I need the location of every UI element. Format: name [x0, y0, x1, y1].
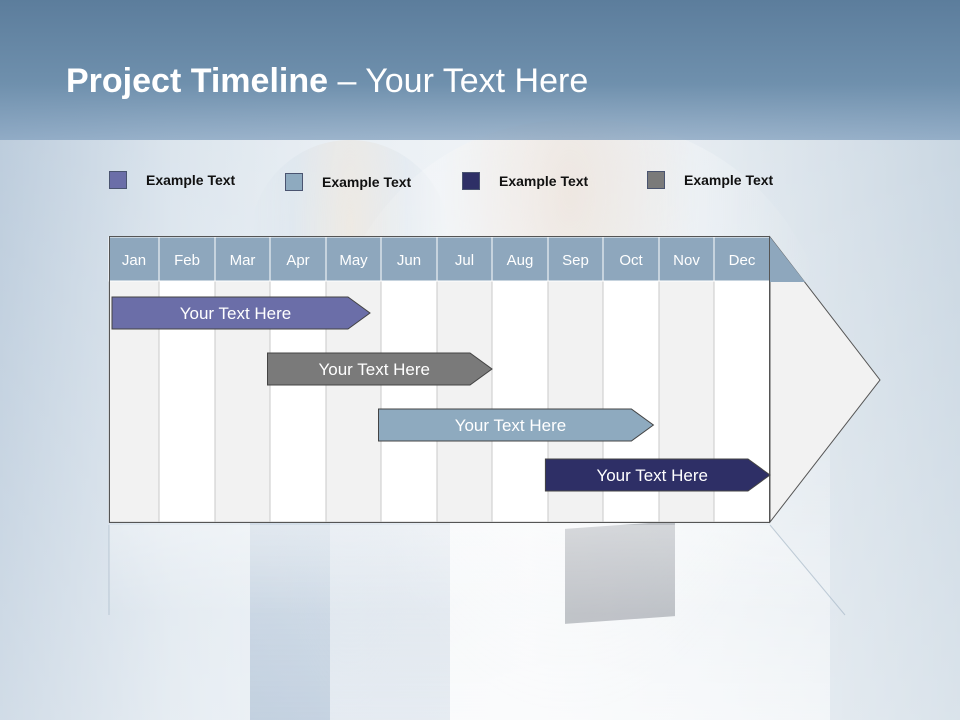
month-label-sep: Sep	[562, 252, 589, 269]
month-label-oct: Oct	[619, 252, 643, 269]
legend-swatch-3	[462, 172, 480, 190]
month-label-aug: Aug	[507, 252, 534, 269]
task-bar-2: Your Text Here	[267, 352, 493, 386]
legend-label-3: Example Text	[499, 173, 589, 189]
month-header-may	[325, 236, 382, 282]
month-column-jul	[436, 280, 493, 523]
month-column-aug	[491, 280, 549, 523]
legend-item-1: Example Text	[109, 170, 235, 190]
month-label-dec: Dec	[729, 252, 756, 269]
legend-label-4: Example Text	[684, 172, 774, 188]
month-header-nov	[658, 236, 715, 282]
timeline-reflection	[108, 524, 846, 616]
month-label-apr: Apr	[286, 252, 309, 269]
legend-item-3: Example Text	[462, 171, 588, 191]
legend-item-4: Example Text	[647, 170, 773, 190]
month-header-aug	[491, 236, 549, 282]
timeline-arrow-head-top	[770, 237, 805, 282]
month-label-jan: Jan	[122, 252, 146, 269]
task-bar-shape-4	[544, 458, 771, 492]
month-label-jun: Jun	[397, 252, 421, 269]
month-header-sep	[547, 236, 604, 282]
task-bar-shape-1	[111, 296, 371, 330]
task-bar-label-4: Your Text Here	[596, 466, 708, 485]
slide-title: Project Timeline – Your Text Here	[66, 60, 588, 102]
legend-item-2: Example Text	[285, 172, 411, 192]
month-label-jul: Jul	[455, 252, 474, 269]
task-bar-shape-2	[267, 352, 493, 386]
slide-title-bold: Project Timeline	[66, 62, 329, 100]
month-label-nov: Nov	[673, 252, 700, 269]
task-bar-3: Your Text Here	[378, 408, 655, 442]
header-band	[0, 0, 960, 140]
month-label-feb: Feb	[174, 252, 200, 269]
month-header-jul	[436, 236, 493, 282]
slide-title-rest: – Your Text Here	[328, 62, 589, 100]
legend-swatch-4	[647, 171, 665, 189]
legend-label-2: Example Text	[322, 174, 412, 190]
month-label-may: May	[339, 252, 368, 269]
task-bar-4: Your Text Here	[544, 458, 771, 492]
legend-swatch-2	[285, 173, 303, 191]
task-bar-label-3: Your Text Here	[455, 416, 567, 435]
month-header-feb	[158, 236, 216, 282]
month-header-jun	[380, 236, 438, 282]
month-header-oct	[602, 236, 660, 282]
legend-swatch-1	[109, 171, 127, 189]
task-bar-shape-3	[378, 408, 655, 442]
month-column-jun	[380, 280, 438, 523]
timeline-frame	[109, 236, 770, 523]
task-bar-label-2: Your Text Here	[318, 360, 430, 379]
month-label-mar: Mar	[230, 252, 256, 269]
legend-label-1: Example Text	[146, 172, 236, 188]
task-bar-label-1: Your Text Here	[180, 304, 292, 323]
month-labels: Jan Feb Mar Apr May Jun Jul Aug Sep Oct Nov Dec	[122, 252, 756, 269]
task-bar-1: Your Text Here	[111, 296, 371, 330]
